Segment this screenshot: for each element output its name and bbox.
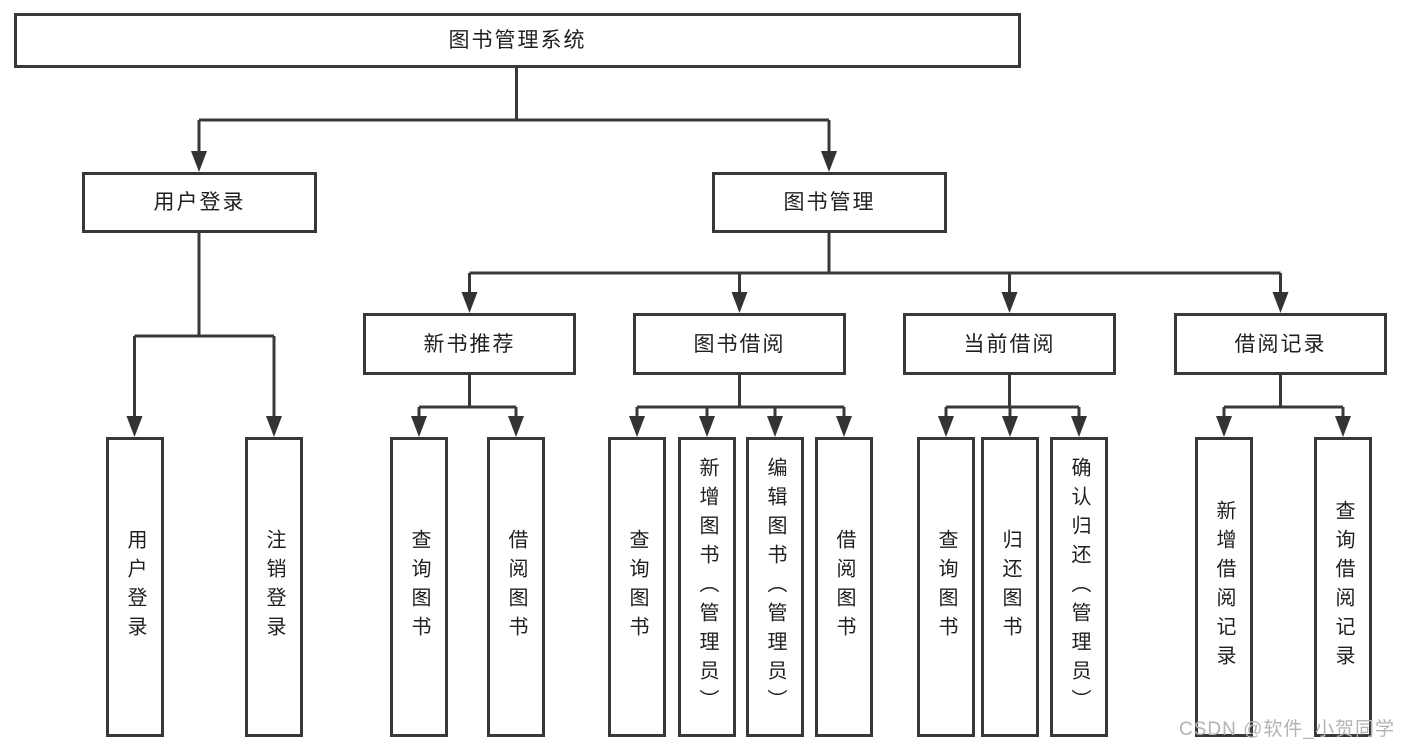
- leaf-borrow-books: 借阅图书: [815, 437, 873, 737]
- leaf-query-books-current: 查询图书: [917, 437, 975, 737]
- connector-records-leaves: [1222, 375, 1345, 418]
- connector-borrow-leaves: [635, 375, 846, 418]
- leaf-confirm-return-admin: 确认归还（管理员）: [1050, 437, 1108, 737]
- node-user-login: 用户登录: [82, 172, 317, 233]
- connector-newbook-leaves: [417, 375, 518, 418]
- leaf-edit-books-admin: 编辑图书（管理员）: [746, 437, 804, 737]
- node-borrowing-records: 借阅记录: [1174, 313, 1387, 375]
- connector-current-leaves: [944, 375, 1081, 418]
- leaf-borrow-books-recommend: 借阅图书: [487, 437, 545, 737]
- arrowhead-icons: [126, 151, 1351, 437]
- leaf-query-books-recommend: 查询图书: [390, 437, 448, 737]
- connector-root-level2: [197, 68, 831, 153]
- node-book-borrowing: 图书借阅: [633, 313, 846, 375]
- node-current-borrowing: 当前借阅: [903, 313, 1116, 375]
- node-book-management: 图书管理: [712, 172, 947, 233]
- leaf-query-books-borrow: 查询图书: [608, 437, 666, 737]
- leaf-logout: 注销登录: [245, 437, 303, 737]
- node-new-book-recommendation: 新书推荐: [363, 313, 576, 375]
- leaf-add-borrow-record: 新增借阅记录: [1195, 437, 1253, 737]
- csdn-watermark: CSDN @软件_小贺同学: [1179, 719, 1395, 740]
- leaf-add-books-admin: 新增图书（管理员）: [678, 437, 736, 737]
- leaf-query-borrow-record: 查询借阅记录: [1314, 437, 1372, 737]
- connector-bookmgmt-level3: [468, 233, 1282, 294]
- leaf-user-login: 用户登录: [106, 437, 164, 737]
- node-root-system: 图书管理系统: [14, 13, 1021, 68]
- leaf-return-books: 归还图书: [981, 437, 1039, 737]
- connector-userlogin-leaves: [133, 233, 276, 418]
